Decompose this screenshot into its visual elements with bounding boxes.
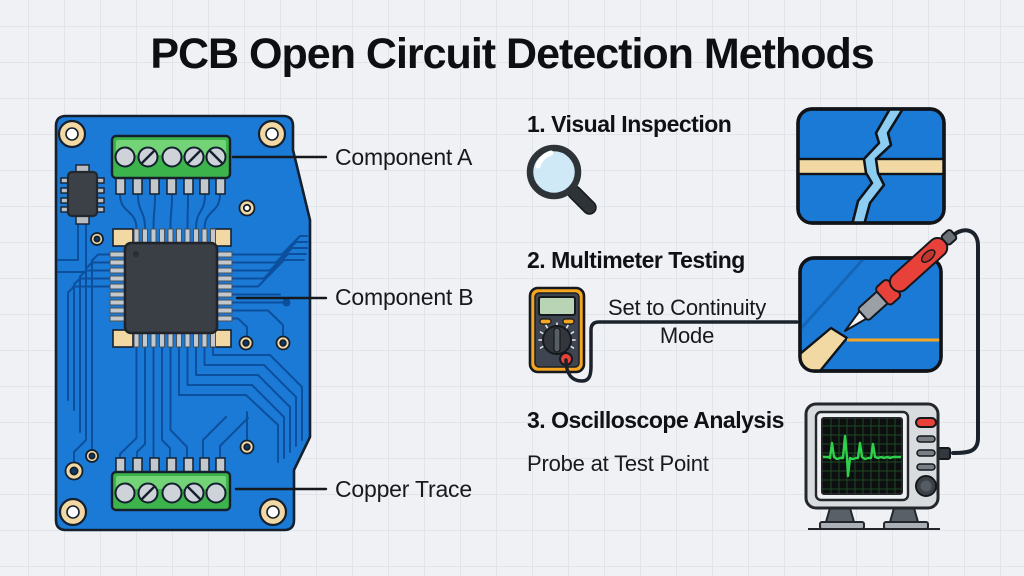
pcb-illustration: [54, 114, 312, 532]
terminal-block-bottom: [110, 457, 232, 512]
small-ic: [60, 164, 105, 225]
probe-test-illustration: [798, 256, 943, 373]
oscilloscope-feet: [819, 507, 929, 530]
vias: [64, 199, 291, 481]
method-3-heading: 3. Oscilloscope Analysis: [527, 407, 784, 433]
magnifying-glass-icon: [526, 144, 597, 215]
copper-trace-wedge: [800, 326, 849, 371]
method-2-heading: 2. Multimeter Testing: [527, 247, 745, 273]
qfp-chip: [109, 228, 233, 348]
waveform-trace: [823, 434, 901, 478]
pcb-trace-line: [800, 258, 868, 334]
multimeter-icon: [528, 286, 586, 374]
mounting-holes: [57, 119, 288, 527]
method-3-note: Probe at Test Point: [527, 451, 709, 476]
pcb-traces: [57, 193, 308, 464]
oscilloscope-icon: [804, 402, 951, 530]
page-title: PCB Open Circuit Detection Methods: [150, 30, 874, 78]
crack-shape: [850, 109, 906, 223]
cracked-trace-illustration: [796, 107, 946, 225]
terminal-block-top: [110, 134, 232, 195]
label-component-b: Component B: [335, 284, 474, 310]
power-button: [915, 417, 937, 428]
label-copper-trace: Copper Trace: [335, 476, 472, 502]
method-1-heading: 1. Visual Inspection: [527, 111, 732, 137]
probe-input-connector: [937, 447, 951, 460]
label-component-a: Component A: [335, 144, 473, 170]
panel-buttons: [916, 435, 936, 471]
probe-wire: [950, 228, 980, 455]
method-2-note: Set to Continuity Mode: [607, 295, 767, 349]
